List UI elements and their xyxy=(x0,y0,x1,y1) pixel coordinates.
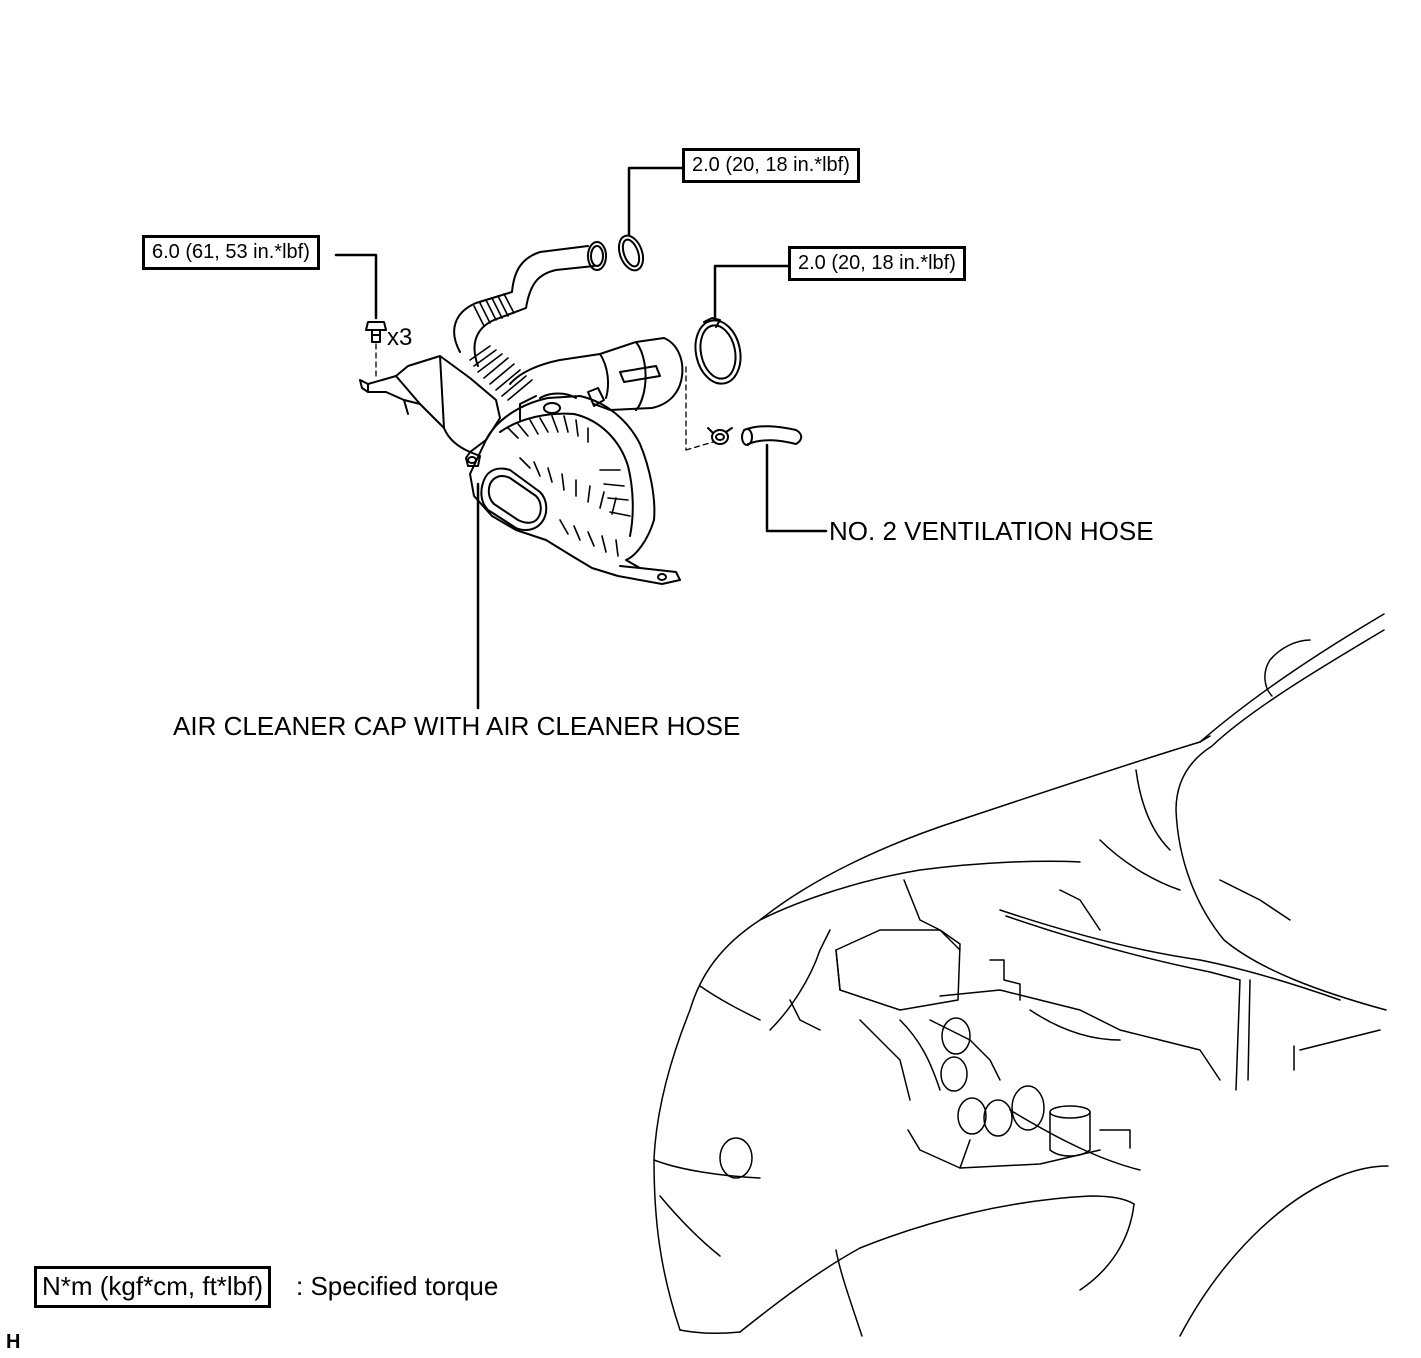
legend-unit-box: N*m (kgf*cm, ft*lbf) xyxy=(34,1266,272,1308)
air-cleaner-assembly xyxy=(359,241,684,585)
bellows-ribs xyxy=(469,293,533,401)
torque-label-clamp-right: 2.0 (20, 18 in.*lbf) xyxy=(788,246,966,281)
corner-mark: H xyxy=(6,1331,21,1353)
torque-label-bolt: 6.0 (61, 53 in.*lbf) xyxy=(142,235,320,270)
leader-lines xyxy=(334,166,828,710)
bolt-icon xyxy=(365,321,387,377)
leader-bolt xyxy=(334,253,378,320)
leader-clamp-upper xyxy=(627,166,684,237)
torque-label-clamp-upper: 2.0 (20, 18 in.*lbf) xyxy=(682,148,860,183)
ventilation-hose-icon xyxy=(685,366,803,451)
vehicle-front-outline xyxy=(653,613,1389,1337)
leader-clamp-right xyxy=(713,264,790,320)
hose-clamp-upper-icon xyxy=(617,234,645,272)
leader-ventilation-hose xyxy=(765,443,828,533)
hose-clamp-right-icon xyxy=(694,317,742,385)
cap-ribs xyxy=(507,415,631,557)
legend-description: : Specified torque xyxy=(296,1271,499,1301)
air-cleaner-label: AIR CLEANER CAP WITH AIR CLEANER HOSE xyxy=(173,711,741,741)
bolt-quantity: x3 xyxy=(387,324,413,351)
ventilation-hose-label: NO. 2 VENTILATION HOSE xyxy=(829,516,1154,546)
